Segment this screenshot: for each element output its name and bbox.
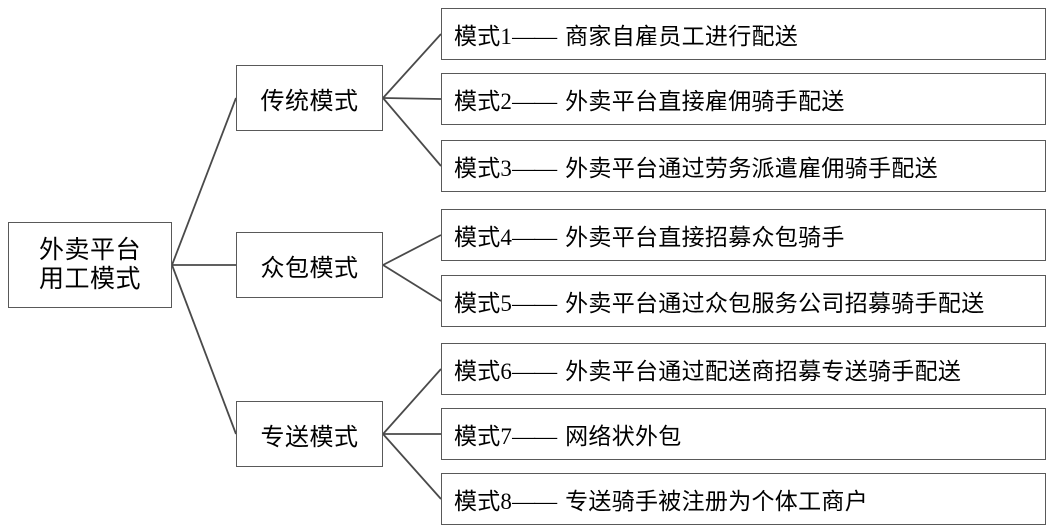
node-mode-2-code: 模式2 (454, 89, 513, 114)
connector-traditional-to-mode2 (382, 97, 442, 100)
connector-dedicated-to-mode6 (382, 368, 442, 435)
node-mode-7-dash: —— (512, 424, 557, 449)
node-mode-4[interactable]: 模式4 —— 外卖平台直接招募众包骑手 (441, 209, 1046, 261)
node-mode-4-row: 模式4 —— 外卖平台直接招募众包骑手 (454, 218, 845, 252)
node-category-crowdsource-label: 众包模式 (260, 255, 359, 282)
node-mode-5-row: 模式5 —— 外卖平台通过众包服务公司招募骑手配送 (454, 284, 985, 318)
node-mode-6-dash: —— (512, 359, 557, 384)
node-mode-1-dash: —— (512, 24, 557, 49)
node-mode-1-code: 模式1 (454, 24, 513, 49)
node-mode-6-code: 模式6 (454, 359, 513, 384)
node-mode-7-row: 模式7 —— 网络状外包 (454, 417, 682, 451)
node-mode-5-label: 外卖平台通过众包服务公司招募骑手配送 (565, 291, 985, 316)
node-mode-7[interactable]: 模式7 —— 网络状外包 (441, 408, 1046, 460)
node-mode-7-label: 网络状外包 (565, 424, 682, 449)
node-mode-8-code: 模式8 (454, 489, 513, 514)
node-category-dedicated-label: 专送模式 (260, 424, 359, 451)
connector-root-to-dedicated (171, 264, 237, 435)
node-mode-8[interactable]: 模式8 —— 专送骑手被注册为个体工商户 (441, 473, 1046, 525)
node-mode-3-label: 外卖平台通过劳务派遣雇佣骑手配送 (565, 156, 938, 181)
node-mode-4-code: 模式4 (454, 225, 513, 250)
node-mode-6[interactable]: 模式6 —— 外卖平台通过配送商招募专送骑手配送 (441, 343, 1046, 395)
connector-traditional-to-mode1 (382, 33, 442, 99)
node-mode-2-row: 模式2 —— 外卖平台直接雇佣骑手配送 (454, 82, 845, 116)
node-mode-2-dash: —— (512, 89, 557, 114)
node-mode-3-code: 模式3 (454, 156, 513, 181)
node-mode-4-dash: —— (512, 225, 557, 250)
node-mode-5-dash: —— (512, 291, 557, 316)
node-mode-1-label: 商家自雇员工进行配送 (565, 24, 799, 49)
connector-dedicated-to-mode8 (382, 433, 442, 500)
node-mode-8-dash: —— (512, 489, 557, 514)
node-mode-1-row: 模式1 —— 商家自雇员工进行配送 (454, 17, 798, 51)
node-mode-6-row: 模式6 —— 外卖平台通过配送商招募专送骑手配送 (454, 352, 961, 386)
node-mode-1[interactable]: 模式1 —— 商家自雇员工进行配送 (441, 8, 1046, 60)
node-category-crowdsource[interactable]: 众包模式 (236, 232, 383, 298)
connector-traditional-to-mode3 (382, 97, 442, 167)
connector-root-to-traditional (171, 97, 237, 266)
node-root[interactable]: 外卖平台 用工模式 (8, 222, 172, 308)
node-mode-2-label: 外卖平台直接雇佣骑手配送 (565, 89, 845, 114)
node-mode-5-code: 模式5 (454, 291, 513, 316)
node-mode-6-label: 外卖平台通过配送商招募专送骑手配送 (565, 359, 962, 384)
node-mode-3-row: 模式3 —— 外卖平台通过劳务派遣雇佣骑手配送 (454, 149, 938, 183)
node-mode-3-dash: —— (512, 156, 557, 181)
connector-crowdsource-to-mode5 (382, 264, 442, 302)
node-mode-8-label: 专送骑手被注册为个体工商户 (565, 489, 869, 514)
node-root-label: 外卖平台 用工模式 (38, 236, 141, 294)
node-mode-7-code: 模式7 (454, 424, 513, 449)
node-mode-5[interactable]: 模式5 —— 外卖平台通过众包服务公司招募骑手配送 (441, 275, 1046, 327)
node-mode-3[interactable]: 模式3 —— 外卖平台通过劳务派遣雇佣骑手配送 (441, 140, 1046, 192)
connector-crowdsource-to-mode4 (382, 234, 442, 266)
node-mode-2[interactable]: 模式2 —— 外卖平台直接雇佣骑手配送 (441, 73, 1046, 125)
node-category-dedicated[interactable]: 专送模式 (236, 401, 383, 467)
node-mode-8-row: 模式8 —— 专送骑手被注册为个体工商户 (454, 482, 868, 516)
node-category-traditional[interactable]: 传统模式 (236, 65, 383, 131)
node-category-traditional-label: 传统模式 (260, 88, 359, 115)
node-mode-4-label: 外卖平台直接招募众包骑手 (565, 225, 845, 250)
